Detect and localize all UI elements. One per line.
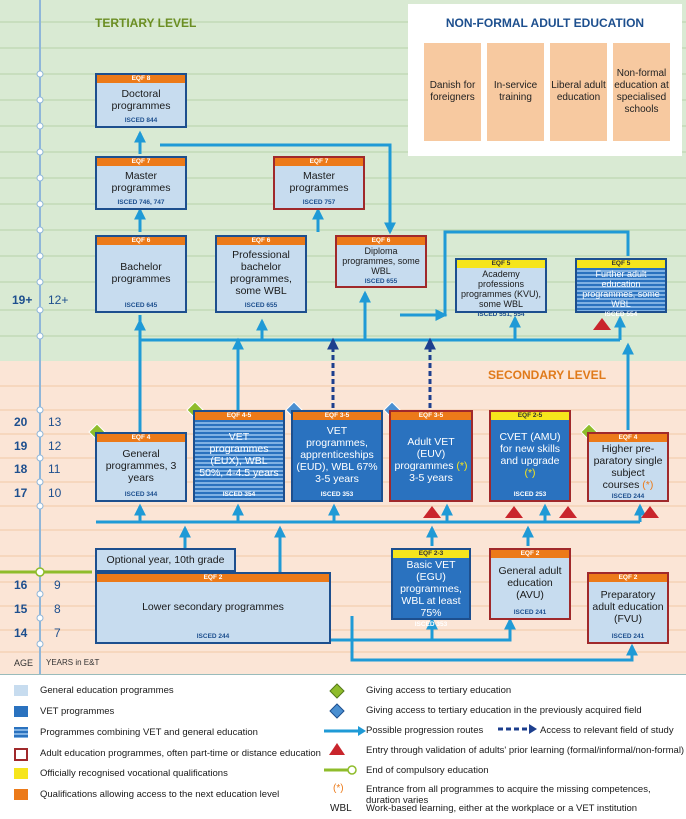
age-label: 14 <box>14 626 28 640</box>
years-label: 8 <box>54 602 61 616</box>
age-label: 15 <box>14 602 28 616</box>
master-programmes-box-2: EQF 7 Master programmes ISCED 757 <box>273 156 365 210</box>
higher-prep-name: Higher pre-paratory single subject cours… <box>593 443 663 491</box>
lower-secondary-box: EQF 2 Lower secondary programmes ISCED 2… <box>95 572 331 644</box>
bachelor-programmes-box: EQF 6 Bachelor programmes ISCED 645 <box>95 235 187 313</box>
optional-year-box: Optional year, 10th grade <box>95 548 236 572</box>
years-label: 9 <box>54 578 61 592</box>
years-label: 10 <box>48 486 62 500</box>
age-label: 17 <box>14 486 28 500</box>
non-formal-title: NON-FORMAL ADULT EDUCATION <box>445 16 645 30</box>
legend-swatch-adult <box>14 748 28 761</box>
legend-entrance-text: Entrance from all programmes to acquire … <box>366 784 651 806</box>
general-adult-education-box: EQF 2 General adult education (AVU) ISCE… <box>489 548 571 620</box>
age-label: 18 <box>14 462 28 476</box>
diploma-programmes-box: EQF 6 Diploma programmes, some WBL ISCED… <box>335 235 427 288</box>
preparatory-adult-education-box: EQF 2 Preparatory adult education (FVU) … <box>587 572 669 644</box>
adult-vet-euv-box: EQF 3-5 Adult VET (EUV) programmes (*)3-… <box>389 410 473 502</box>
non-formal-liberal: Liberal adult education <box>550 43 607 141</box>
academy-professions-box: EQF 5 Academy professions programmes (KV… <box>455 258 547 318</box>
asterisk-mark: (*) <box>456 460 468 472</box>
legend-vet-text: VET programmes <box>40 706 115 717</box>
legend-asterisk: (*) <box>333 783 344 794</box>
euv-name: Adult VET (EUV) programmes <box>394 436 455 472</box>
legend-swatch-combined <box>14 727 28 738</box>
legend-swatch-recognised <box>14 768 28 779</box>
legend-combined-text: Programmes combining VET and general edu… <box>40 727 258 738</box>
master-programmes-box-1: EQF 7 Master programmes ISCED 746, 747 <box>95 156 187 210</box>
basic-vet-egu-box: EQF 2-3 Basic VET (EGU) programmes, WBL … <box>391 548 471 628</box>
vet-eud-box: EQF 3-5 VET programmes, apprenticeships … <box>291 410 383 502</box>
legend-end-compulsory-text: End of compulsory education <box>366 765 489 776</box>
further-adult-education-box: EQF 5 Further adult education programmes… <box>575 258 667 318</box>
age-label: 19 <box>14 439 28 453</box>
legend-progression-text: Possible progression routes <box>366 725 484 736</box>
doctoral-programmes-box: EQF 8 Doctoral programmes ISCED 844 <box>95 73 187 128</box>
legend-adult-text: Adult education programmes, often part-t… <box>40 748 321 759</box>
cvet-name: CVET (AMU) for new skills and upgrade <box>499 431 561 467</box>
years-label: 11 <box>48 462 61 476</box>
years-label: 12+ <box>48 293 69 307</box>
legend-relevant-field-text: Access to relevant field of study <box>540 725 674 736</box>
tertiary-level-title: TERTIARY LEVEL <box>95 16 197 30</box>
asterisk-mark: (*) <box>524 467 536 479</box>
age-label: 16 <box>14 578 28 592</box>
legend-swatch-qualifications <box>14 789 28 800</box>
age-label: 20 <box>14 415 28 429</box>
legend-swatch-general <box>14 685 28 696</box>
legend-symbols <box>324 683 366 775</box>
legend-recognised-text: Officially recognised vocational qualifi… <box>40 768 228 779</box>
non-formal-in-service: In-service training <box>487 43 544 141</box>
years-label: 13 <box>48 415 62 429</box>
legend-general-text: General education programmes <box>40 685 174 696</box>
general-programmes-box: EQF 4 General programmes, 3 years ISCED … <box>95 432 187 502</box>
non-formal-danish: Danish for foreigners <box>424 43 481 141</box>
years-label: 7 <box>54 626 61 640</box>
legend-wbl-abbr: WBL <box>330 803 352 814</box>
secondary-level-title: SECONDARY LEVEL <box>488 368 607 382</box>
legend-validation-text: Entry through validation of adults' prio… <box>366 745 685 756</box>
euv-note: 3-5 years <box>409 472 453 484</box>
legend-swatch-vet <box>14 706 28 717</box>
cvet-amu-box: EQF 2-5 CVET (AMU) for new skills and up… <box>489 410 571 502</box>
legend-qualifications-text: Qualifications allowing access to the ne… <box>40 789 280 800</box>
years-axis-title: YEARS in E&T <box>46 658 100 667</box>
age-axis-title: AGE <box>14 658 34 668</box>
years-label: 12 <box>48 439 62 453</box>
non-formal-specialised: Non-formal education at specialised scho… <box>613 43 670 141</box>
age-label: 19+ <box>12 293 33 307</box>
legend-zone <box>0 674 686 819</box>
vet-eux-box: EQF 4-5 VET programmes (EUX), WBL 50%, 4… <box>193 410 285 502</box>
legend-wbl-text: Work-based learning, either at the workp… <box>366 803 638 814</box>
asterisk-mark: (*) <box>642 479 654 491</box>
professional-bachelor-box: EQF 6 Professional bachelor programmes, … <box>215 235 307 313</box>
higher-preparatory-box: EQF 4 Higher pre-paratory single subject… <box>587 432 669 502</box>
legend-tertiary-access-text: Giving access to tertiary education <box>366 685 512 696</box>
legend-field-access-text: Giving access to tertiary education in t… <box>366 705 642 716</box>
legend-dashed-arrow <box>498 724 537 734</box>
